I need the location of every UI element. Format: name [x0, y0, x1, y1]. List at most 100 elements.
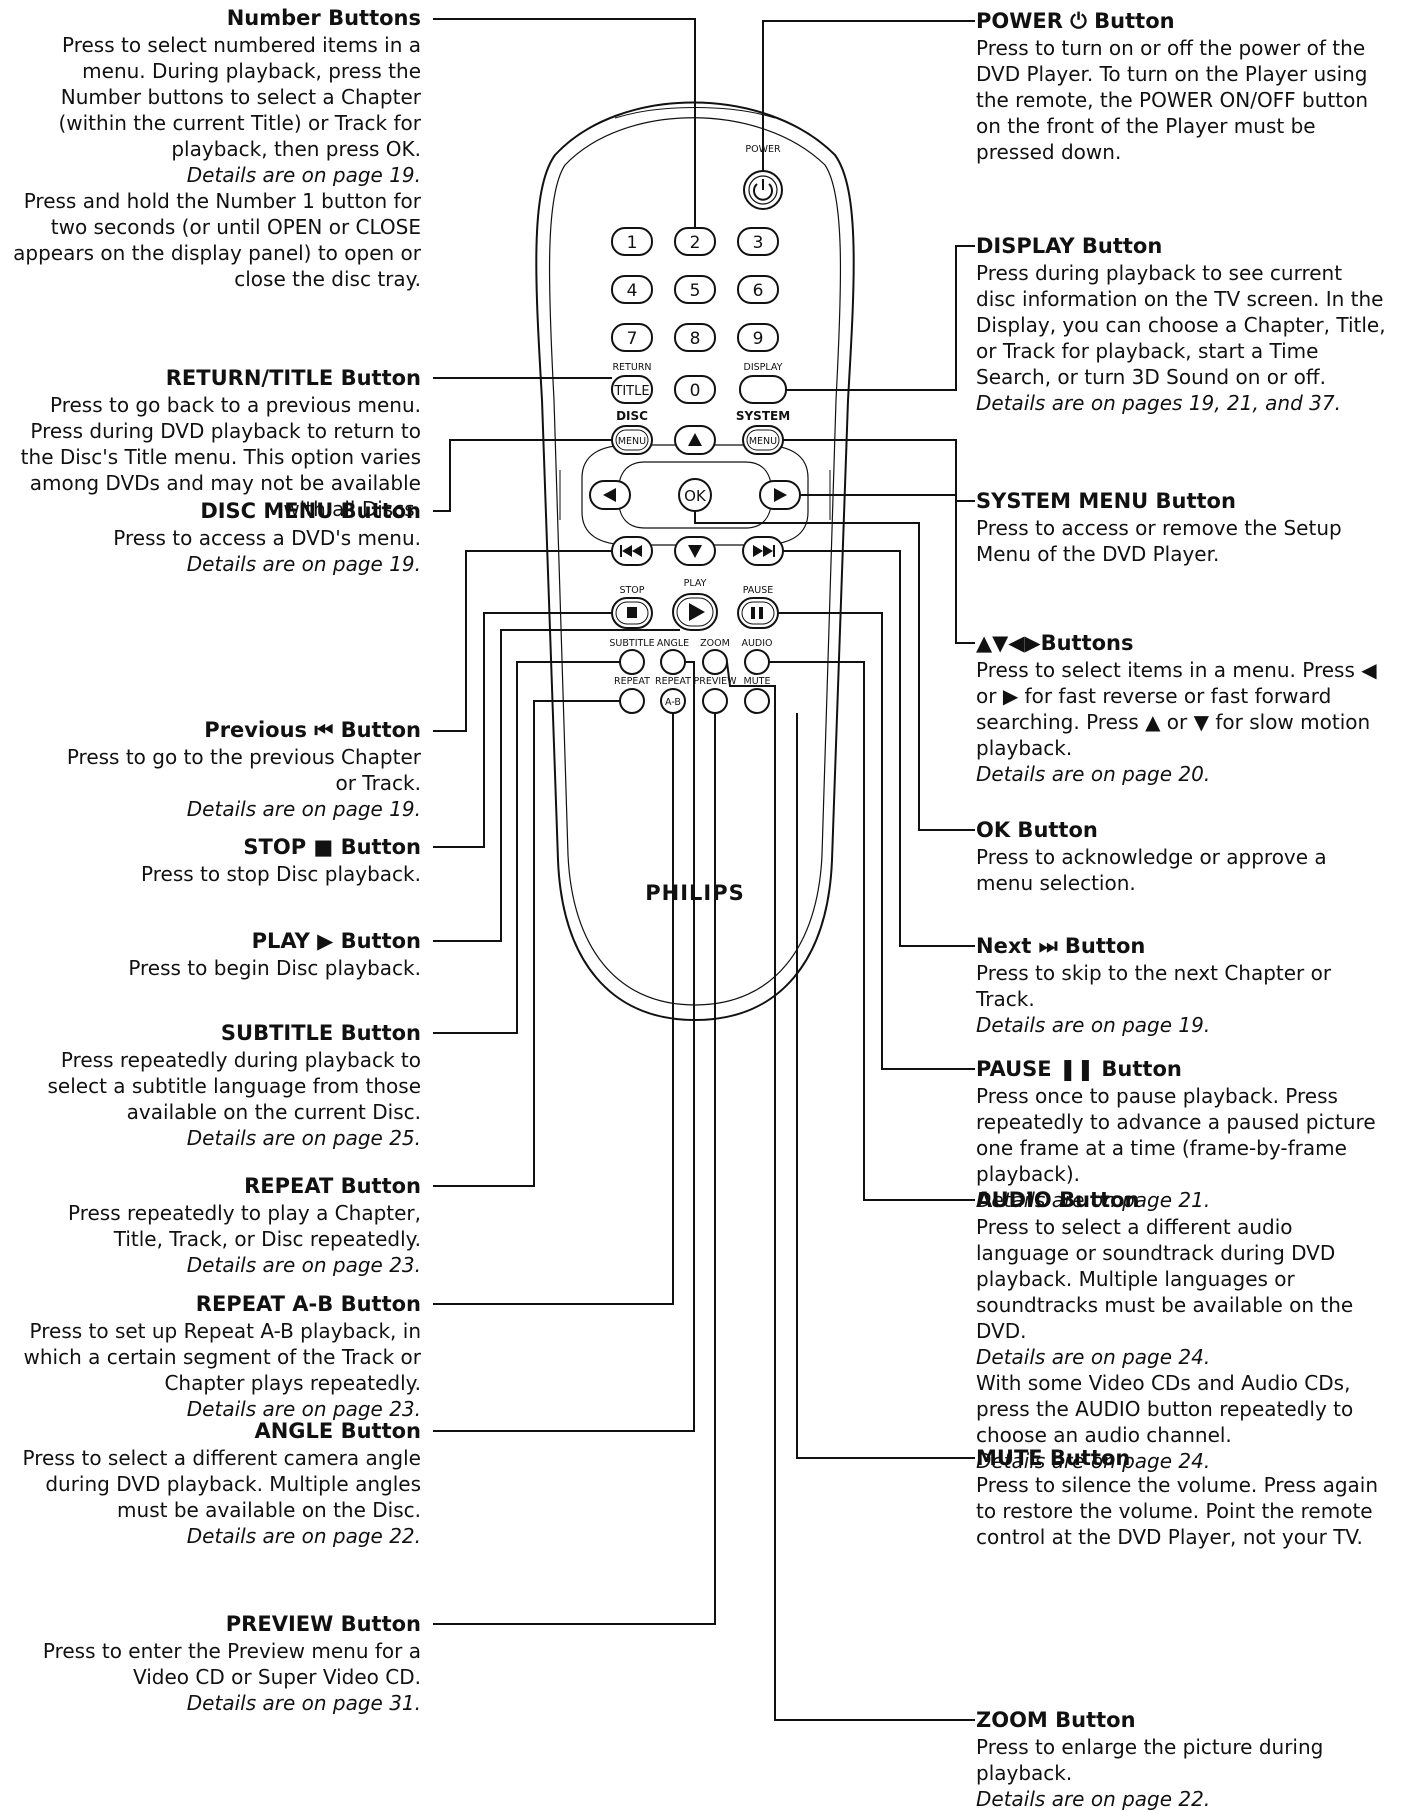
- number-button-0[interactable]: [674, 375, 716, 404]
- zoom-details: Details are on page 22.: [976, 1787, 1211, 1811]
- audio-label: AUDIO: [741, 638, 772, 649]
- return-title-text: Press to go back to a previous menu. Pre…: [20, 393, 421, 521]
- leader-pause: [778, 612, 975, 1070]
- next-desc: Next ⏭ Button Press to skip to the next …: [976, 932, 1376, 1038]
- repeat-label: REPEAT: [614, 676, 650, 687]
- leader-lines: [433, 18, 975, 1721]
- leader-angle: [433, 661, 695, 1432]
- pause-icon: [751, 607, 763, 619]
- number-label-7: 7: [627, 329, 638, 349]
- leader-power: [762, 20, 975, 171]
- system-menu-label: MENU: [749, 436, 777, 447]
- ok-desc: OK Button Press to acknowledge or approv…: [976, 816, 1376, 896]
- ok-title: OK Button: [976, 818, 1098, 842]
- audio-desc: AUDIO Button Press to select a different…: [976, 1186, 1386, 1474]
- disc-menu-label: MENU: [618, 436, 646, 447]
- stop-title: STOP ■ Button: [243, 835, 421, 859]
- arrows-desc: ▲▼◀▶Buttons Press to select items in a m…: [976, 629, 1386, 787]
- next-text: Press to skip to the next Chapter or Tra…: [976, 961, 1332, 1011]
- audio-text2: With some Video CDs and Audio CDs, press…: [976, 1371, 1354, 1447]
- previous-text: Press to go to the previous Chapter or T…: [66, 745, 421, 795]
- leader-zoom: [726, 661, 975, 1721]
- display-button[interactable]: [739, 375, 787, 404]
- number-button-8[interactable]: [674, 323, 716, 352]
- number-buttons-details: Details are on page 19.: [186, 163, 421, 187]
- angle-button[interactable]: [660, 649, 686, 675]
- angle-details: Details are on page 22.: [186, 1524, 421, 1548]
- ab-label: A-B: [665, 697, 681, 708]
- play-label: PLAY: [684, 578, 707, 589]
- preview-details: Details are on page 31.: [186, 1691, 421, 1715]
- disc-menu-button-inner: [615, 429, 649, 451]
- system-menu-button-inner: [746, 429, 780, 451]
- subtitle-button[interactable]: [619, 649, 645, 675]
- stop-button-inner: [615, 601, 649, 625]
- leader-stop: [433, 612, 612, 848]
- zoom-title: ZOOM Button: [976, 1708, 1136, 1732]
- preview-button[interactable]: [702, 688, 728, 714]
- number-buttons-title: Number Buttons: [226, 6, 421, 30]
- previous-title: Previous ⏮ Button: [204, 718, 421, 742]
- number-button-9[interactable]: [737, 323, 779, 352]
- repeat-desc: REPEAT Button Press repeatedly to play a…: [21, 1172, 421, 1278]
- number-label-9: 9: [753, 329, 764, 349]
- zoom-desc: ZOOM Button Press to enlarge the picture…: [976, 1706, 1376, 1812]
- display-label: DISPLAY: [744, 362, 783, 373]
- leader-next: [783, 550, 975, 947]
- remote-body-inner: [548, 117, 842, 1006]
- pause-label: PAUSE: [743, 585, 774, 596]
- repeat-ab-title: REPEAT A-B Button: [195, 1292, 421, 1316]
- number-buttons-desc: Number Buttons Press to select numbered …: [11, 4, 421, 292]
- arrows-title: ▲▼◀▶Buttons: [976, 631, 1134, 655]
- angle-desc: ANGLE Button Press to select a different…: [21, 1417, 422, 1549]
- leader-disc-menu: [433, 439, 612, 512]
- number-button-7[interactable]: [611, 323, 653, 352]
- audio-title: AUDIO Button: [976, 1188, 1140, 1212]
- number-keypad: 1 2 3 4 5 6 7 8 9 0: [611, 227, 779, 404]
- zoom-button[interactable]: [702, 649, 728, 675]
- number-button-6[interactable]: [737, 275, 779, 304]
- zoom-label: ZOOM: [700, 638, 730, 649]
- up-arrow-icon: [688, 433, 702, 446]
- pause-desc: PAUSE ❚❚ Button Press once to pause play…: [976, 1055, 1396, 1213]
- number-button-1[interactable]: [611, 227, 653, 256]
- play-title: PLAY ▶ Button: [251, 929, 421, 953]
- return-title-title: RETURN/TITLE Button: [165, 366, 421, 390]
- return-label: RETURN: [612, 362, 651, 373]
- subtitle-label: SUBTITLE: [609, 638, 654, 649]
- right-arrow-icon: [774, 488, 787, 502]
- disc-menu-details: Details are on page 19.: [186, 552, 421, 576]
- pause-button-inner: [741, 601, 775, 625]
- disc-label: DISC: [616, 409, 648, 423]
- down-arrow-icon: [688, 545, 702, 558]
- disc-menu-title: DISC MENU Button: [200, 499, 421, 523]
- stop-text: Press to stop Disc playback.: [141, 862, 421, 886]
- system-label: SYSTEM: [736, 409, 790, 423]
- system-menu-desc: SYSTEM MENU Button Press to access or re…: [976, 487, 1376, 567]
- number-button-5[interactable]: [674, 275, 716, 304]
- subtitle-text: Press repeatedly during playback to sele…: [47, 1048, 422, 1124]
- disc-menu-desc: DISC MENU Button Press to access a DVD's…: [81, 497, 421, 577]
- number-button-3[interactable]: [737, 227, 779, 256]
- angle-text: Press to select a different camera angle…: [22, 1446, 422, 1522]
- power-title: POWER ⏻ Button: [976, 9, 1175, 33]
- repeat-button[interactable]: [619, 688, 645, 714]
- audio-button[interactable]: [744, 649, 770, 675]
- number-label-0: 0: [690, 381, 701, 401]
- leader-mute: [796, 713, 975, 1459]
- number-button-4[interactable]: [611, 275, 653, 304]
- mute-button[interactable]: [744, 688, 770, 714]
- play-desc: PLAY ▶ Button Press to begin Disc playba…: [41, 927, 421, 981]
- left-arrow-icon: [603, 488, 616, 502]
- audio-text: Press to select a different audio langua…: [976, 1215, 1354, 1343]
- power-icon: [753, 179, 773, 201]
- leader-ok: [694, 511, 975, 831]
- subtitle-title: SUBTITLE Button: [220, 1021, 421, 1045]
- leader-system-menu: [783, 439, 975, 502]
- repeat-ab-details: Details are on page 23.: [186, 1397, 421, 1421]
- audio-details2: Details are on page 24.: [976, 1449, 1211, 1473]
- power-desc: POWER ⏻ Button Press to turn on or off t…: [976, 7, 1381, 165]
- return-title-button[interactable]: [611, 375, 653, 404]
- remote-body-outer: [535, 101, 855, 1022]
